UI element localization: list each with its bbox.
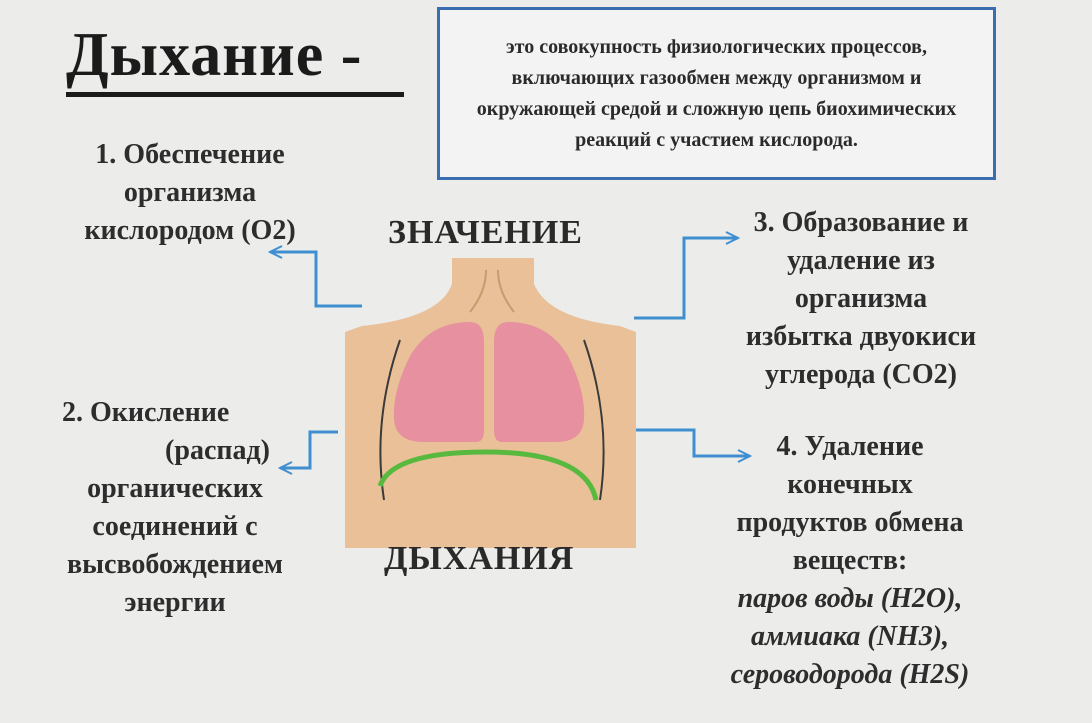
heading-dykhaniya: ДЫХАНИЯ — [384, 540, 575, 577]
definition-text: это совокупность физиологических процесс… — [476, 35, 957, 151]
item-1-line: 1. Обеспечение — [95, 139, 285, 170]
item-1-line: организма — [123, 177, 257, 208]
item-2-line: (распад) — [165, 435, 270, 466]
item-4-sub-line: сероводорода (Н2S) — [730, 659, 970, 690]
item-1-oxygen-supply: 1. Обеспечение организма кислородом (О2) — [60, 136, 320, 250]
item-3-line: 3. Образование и — [753, 207, 969, 238]
right-lung — [494, 322, 585, 442]
arrow-to-item-3 — [634, 236, 738, 320]
item-4-line: продуктов обмена — [736, 507, 964, 538]
item-2-line: органических — [87, 473, 263, 504]
heading-znachenie: ЗНАЧЕНИЕ — [388, 214, 583, 251]
item-4-line: веществ: — [792, 545, 908, 576]
item-1-line: кислородом (О2) — [84, 215, 296, 246]
item-4-sub-line: паров воды (Н2О), — [737, 583, 963, 614]
item-2-line: 2. Окисление — [62, 397, 230, 428]
left-lung — [393, 322, 484, 442]
item-4-waste-removal: 4. Удаление конечных продуктов обмена ве… — [700, 428, 1000, 694]
item-3-co2-removal: 3. Образование и удаление из организма и… — [716, 204, 1006, 394]
arrow-to-item-2 — [280, 430, 338, 470]
arrow-to-item-4 — [636, 428, 750, 458]
arrow-to-item-1 — [270, 250, 362, 308]
item-3-line: углерода (СО2) — [764, 359, 957, 390]
definition-box: это совокупность физиологических процесс… — [437, 7, 996, 180]
item-4-sub-line: аммиака (NH3), — [750, 621, 950, 652]
item-4-line: 4. Удаление — [776, 431, 924, 462]
diaphragm — [377, 449, 599, 501]
item-3-line: удаление из — [787, 245, 935, 276]
item-2-line: высвобождением — [67, 549, 283, 580]
title-underline — [66, 92, 404, 97]
item-3-line: избытка двуокиси — [745, 321, 977, 352]
item-2-line: соединений с — [92, 511, 258, 542]
item-2-oxidation: 2. Окисление (распад) органических соеди… — [40, 394, 310, 622]
item-4-line: конечных — [787, 469, 913, 500]
torso-shape — [345, 258, 636, 548]
item-3-line: организма — [794, 283, 928, 314]
trachea — [469, 269, 515, 313]
item-2-line: энергии — [124, 587, 226, 618]
page-title: Дыхание - — [66, 21, 363, 89]
